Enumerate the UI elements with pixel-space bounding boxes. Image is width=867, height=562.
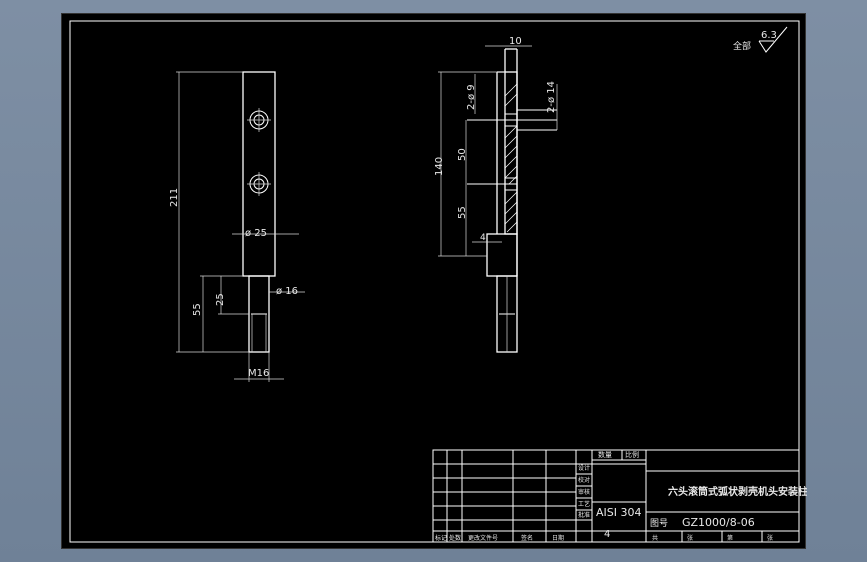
dim-lower-length: 55 bbox=[192, 303, 203, 316]
svg-text:张: 张 bbox=[767, 534, 773, 542]
svg-text:第: 第 bbox=[727, 534, 733, 542]
svg-text:标记: 标记 bbox=[435, 534, 447, 542]
svg-text:张: 张 bbox=[687, 534, 693, 542]
section-strip bbox=[504, 71, 518, 235]
roughness-check-icon bbox=[758, 26, 788, 53]
dim-width: 10 bbox=[509, 36, 522, 47]
header-scale: 比例 bbox=[625, 450, 639, 459]
drawing-number: GZ1000/8-06 bbox=[682, 516, 755, 529]
dim-offset: 4 bbox=[480, 233, 486, 243]
roughness-label: 全部 bbox=[733, 40, 751, 52]
dim-total-length: 211 bbox=[169, 188, 180, 207]
material: AISI 304 bbox=[596, 506, 642, 519]
dim-lower-spacing: 55 bbox=[457, 206, 468, 219]
dim-body-diameter: ø 25 bbox=[245, 228, 267, 239]
lower-block bbox=[486, 233, 518, 277]
svg-text:设计: 设计 bbox=[578, 464, 590, 472]
quantity: 4 bbox=[604, 529, 610, 540]
side-view: 10 140 50 55 2-ø 9 2-ø 14 4 bbox=[434, 36, 558, 353]
dim-thread-length: 25 bbox=[215, 293, 226, 306]
drawing-sheet: 全部 6.3 bbox=[61, 13, 807, 549]
svg-text:日期: 日期 bbox=[552, 534, 564, 542]
dim-pin-diameter: ø 16 bbox=[276, 286, 298, 297]
drawing-canvas: 全部 6.3 bbox=[69, 20, 807, 543]
svg-text:校对: 校对 bbox=[578, 476, 590, 484]
roughness-value: 6.3 bbox=[761, 30, 777, 41]
svg-text:批准: 批准 bbox=[578, 511, 590, 519]
svg-text:工艺: 工艺 bbox=[578, 500, 590, 508]
dim-thread: M16 bbox=[248, 368, 269, 379]
dim-upper-spacing: 50 bbox=[457, 148, 468, 161]
dim-height: 140 bbox=[434, 157, 445, 176]
svg-text:处数: 处数 bbox=[449, 534, 461, 542]
title-block: 数量 比例 设计 校对 审核 工艺 批准 标记 处数 更改文件号 签名 日期 六… bbox=[432, 449, 807, 543]
part-name: 六头滚筒式弧状剥壳机头安装柱 bbox=[668, 485, 807, 498]
section-hatch bbox=[504, 83, 518, 233]
dim-hole-right: 2-ø 14 bbox=[546, 81, 557, 113]
roughness-symbol: 全部 6.3 bbox=[733, 26, 788, 53]
front-view: 211 55 25 ø 25 ø 16 M16 bbox=[169, 71, 305, 382]
svg-text:更改文件号: 更改文件号 bbox=[468, 534, 498, 542]
dim-hole-upper: 2-ø 9 bbox=[466, 84, 477, 110]
svg-text:签名: 签名 bbox=[521, 534, 533, 542]
drawing-number-label: 图号 bbox=[650, 518, 668, 529]
header-qty: 数量 bbox=[598, 450, 612, 459]
svg-text:共: 共 bbox=[652, 534, 658, 542]
svg-text:审核: 审核 bbox=[578, 488, 590, 496]
